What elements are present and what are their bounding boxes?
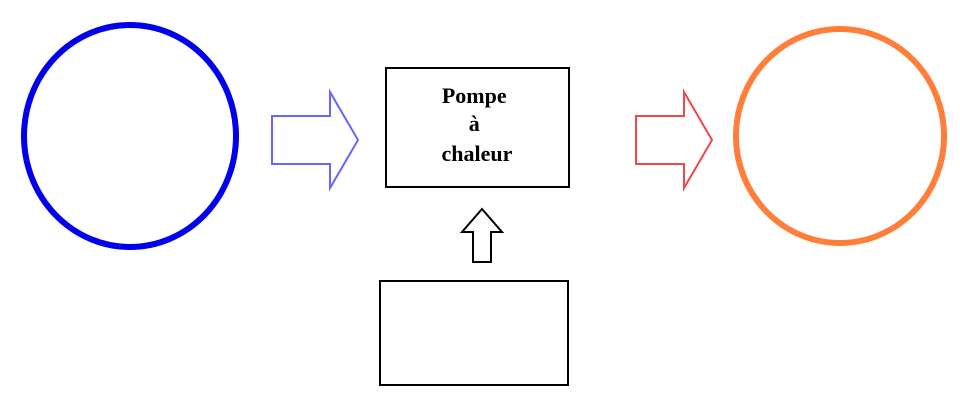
heat-pump-label: Pompe à chaleur <box>442 83 513 166</box>
hot-sink-circle <box>733 26 947 246</box>
cold-to-pump-arrow <box>271 88 360 192</box>
heat-pump-label-line-2: à <box>469 111 480 136</box>
pump-to-hot-arrow <box>635 88 714 192</box>
cold-source-circle <box>21 22 239 250</box>
heat-pump-label-line-3: chaleur <box>442 141 513 166</box>
heat-pump-box <box>385 67 570 188</box>
energy-source-box <box>379 280 569 386</box>
heat-pump-label-line-1: Pompe <box>442 83 507 108</box>
energy-input-arrow <box>459 207 505 263</box>
